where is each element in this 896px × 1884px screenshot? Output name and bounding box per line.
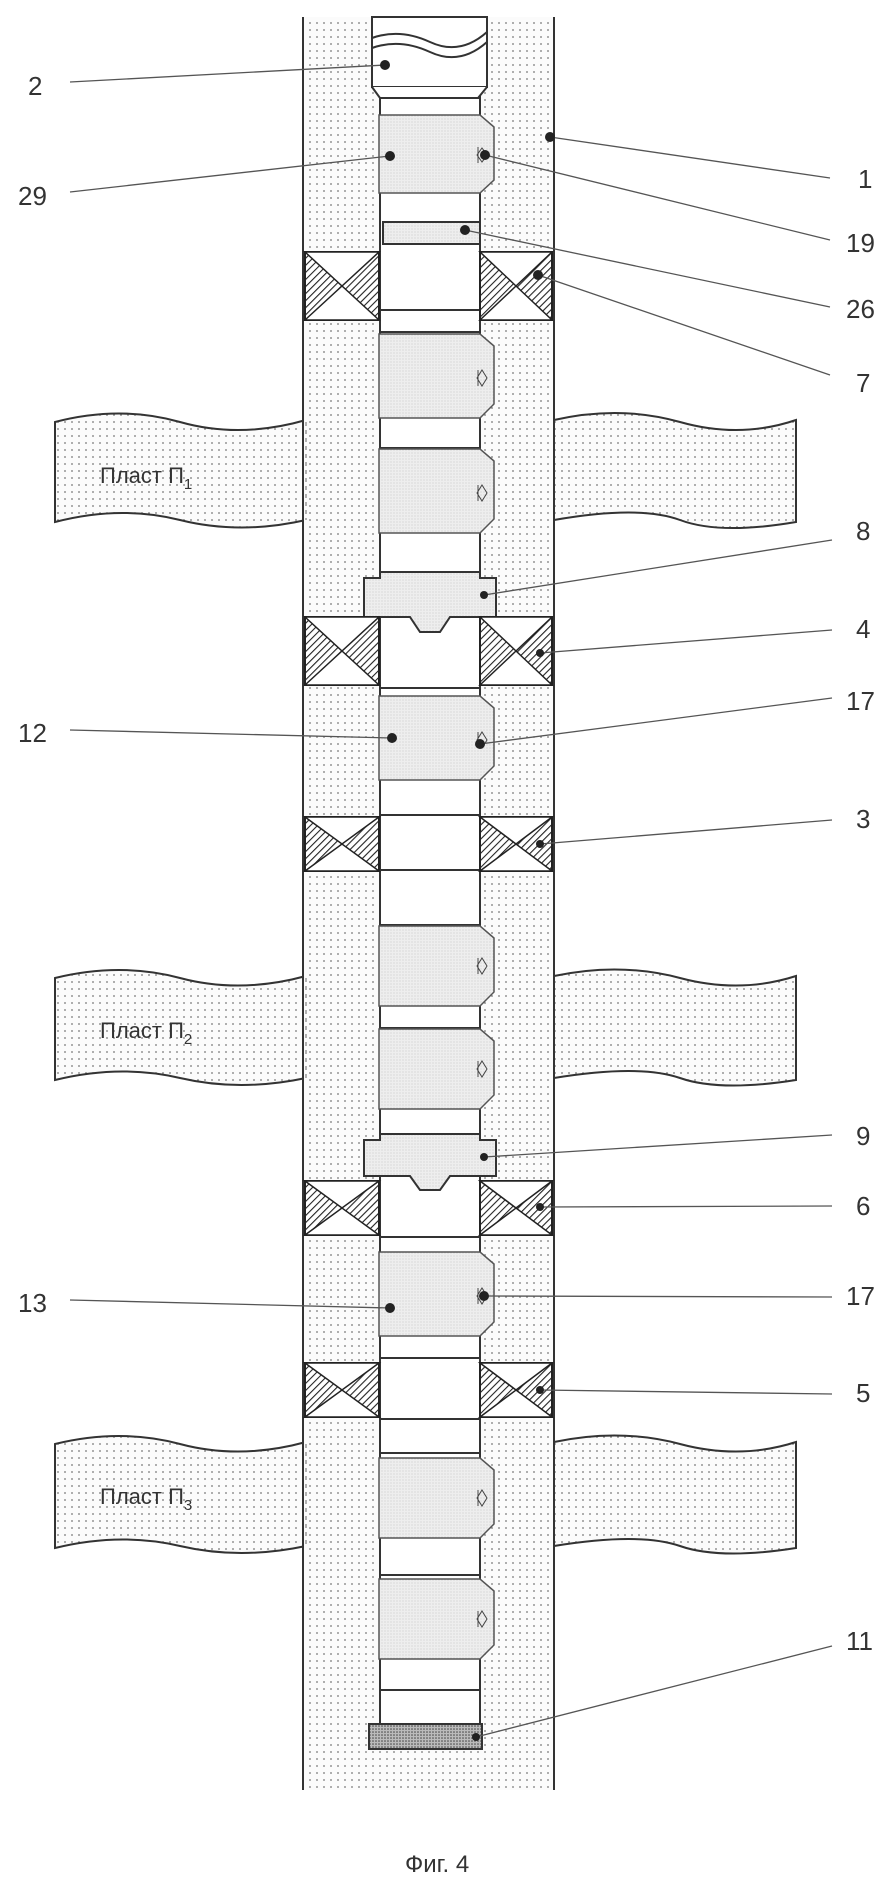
label-17: 17 bbox=[846, 686, 875, 716]
label-3: 3 bbox=[856, 804, 870, 834]
module bbox=[379, 1579, 494, 1659]
module bbox=[379, 449, 494, 533]
label-8: 8 bbox=[856, 516, 870, 546]
label-1: 1 bbox=[858, 164, 872, 194]
label-2: 2 bbox=[28, 71, 42, 101]
label-7: 7 bbox=[856, 368, 870, 398]
label-4: 4 bbox=[856, 614, 870, 644]
module-13 bbox=[379, 1252, 494, 1336]
module bbox=[379, 334, 494, 418]
label-19: 19 bbox=[846, 228, 875, 258]
module bbox=[379, 926, 494, 1006]
module-29 bbox=[379, 115, 494, 193]
label-11: 11 bbox=[846, 1626, 873, 1656]
label-13: 13 bbox=[18, 1288, 47, 1318]
label-5: 5 bbox=[856, 1378, 870, 1408]
label-29: 29 bbox=[18, 181, 47, 211]
plug-11 bbox=[369, 1724, 482, 1749]
label-6: 6 bbox=[856, 1191, 870, 1221]
module bbox=[379, 1458, 494, 1538]
label-26: 26 bbox=[846, 294, 875, 324]
label-12: 12 bbox=[18, 718, 47, 748]
pipe-2 bbox=[372, 17, 487, 98]
label-17b: 17 bbox=[846, 1281, 875, 1311]
label-9: 9 bbox=[856, 1121, 870, 1151]
figure-caption: Фиг. 4 bbox=[405, 1851, 469, 1878]
module bbox=[379, 1029, 494, 1109]
